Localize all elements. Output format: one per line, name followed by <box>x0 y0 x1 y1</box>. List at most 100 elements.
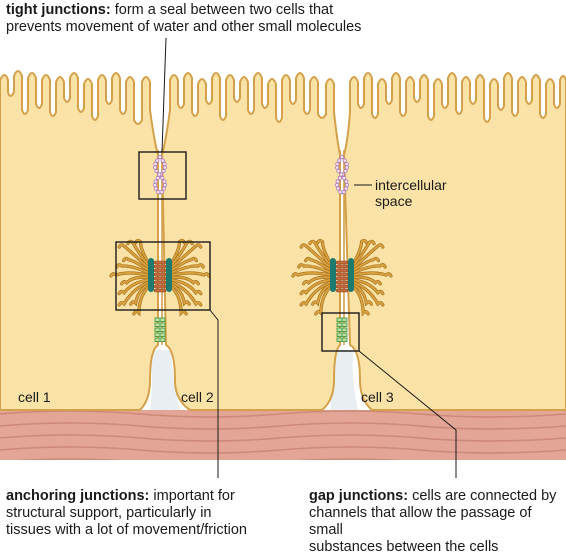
leader-lines <box>161 37 457 478</box>
keratin-filament <box>311 284 331 306</box>
anchoring-junctions-caption-line3: tissues with a lot of movement/friction <box>6 522 247 538</box>
keratin-filament <box>353 286 370 316</box>
tight-junctions-caption: tight junctions: form a seal between two… <box>6 2 361 36</box>
keratin-filament <box>171 243 202 269</box>
keratin-filament <box>308 240 331 266</box>
keratin-filament <box>171 284 191 306</box>
tight-junctions-text1: form a seal between two cells that <box>110 2 334 18</box>
tight-junction-bead <box>334 165 340 170</box>
cell-2-label: cell 2 <box>181 389 214 405</box>
keratin-filament <box>304 257 331 271</box>
keratin-filament <box>300 279 331 295</box>
keratin-filament <box>353 281 384 306</box>
keratin-filament <box>300 243 331 269</box>
cadherin <box>153 276 167 281</box>
tight-junction-bead <box>155 175 160 181</box>
anchoring-junctions-caption-line2: structural support, particularly in <box>6 505 212 521</box>
gap-junction-1 <box>154 317 166 342</box>
tight-junction-bead <box>344 182 350 188</box>
tight-junction-bead <box>337 175 342 181</box>
tight-junction-bead <box>337 158 342 163</box>
tight-junction-bead <box>339 154 345 160</box>
keratin-filament <box>115 263 149 274</box>
keratin-filament <box>353 272 392 277</box>
tight-junction-bead <box>157 172 162 177</box>
cadherin <box>153 280 167 285</box>
tight-junction-bead <box>156 189 161 195</box>
cadherin <box>335 272 349 277</box>
tight-junction-bead <box>159 189 164 195</box>
tight-junction-bead <box>153 186 159 191</box>
tight-junction-bead <box>341 175 347 181</box>
epithelial-cells <box>0 70 566 411</box>
tight-junction-strands-1 <box>152 154 168 195</box>
gap-junction-2 <box>336 317 348 342</box>
tight-junction-bead <box>335 186 341 191</box>
gap-junction-box <box>321 312 360 352</box>
desmosome-plaque <box>330 258 336 292</box>
anchoring-junctions-caption-line1: anchoring junctions: important for <box>6 488 247 505</box>
anchoring-junctions-title: anchoring junctions: <box>6 488 150 504</box>
keratin-filament <box>302 276 331 285</box>
tight-junction-bead <box>335 161 340 167</box>
cadherin <box>153 288 167 293</box>
tight-junction-bead <box>157 154 163 160</box>
gap-junctions-title: gap junctions: <box>309 488 409 504</box>
keratin-filament <box>129 284 149 306</box>
keratin-filament <box>292 272 331 277</box>
intercellular-space-label-line1: intercellular <box>375 177 447 193</box>
keratin-filament <box>353 263 387 274</box>
cell-1-label: cell 1 <box>18 389 51 405</box>
tight-junction-bead <box>162 161 167 167</box>
keratin-filament <box>353 284 373 306</box>
tight-junction-bead <box>161 168 166 174</box>
tight-junction-bead <box>336 168 341 174</box>
anchoring-junctions-text1: important for <box>149 488 235 504</box>
cadherin <box>335 280 349 285</box>
keratin-filament <box>353 239 368 264</box>
anchoring-junction-1 <box>109 238 211 317</box>
tight-junction-bead <box>344 179 349 184</box>
cadherin <box>335 260 349 265</box>
cell-2-shape <box>160 72 341 411</box>
tight-junctions-title: tight junctions: <box>6 2 111 18</box>
keratin-filament <box>353 243 384 269</box>
cadherin <box>335 276 349 281</box>
tight-junction-bead <box>334 182 340 188</box>
tight-junction-bead <box>335 179 340 184</box>
cadherin <box>335 268 349 273</box>
tight-junction-bead <box>153 165 158 170</box>
keratin-filament <box>171 279 202 295</box>
gap-junctions-caption-line2: channels that allow the passage of small <box>309 505 532 538</box>
tight-junction-bead <box>339 172 344 177</box>
cadherin <box>153 264 167 269</box>
tight-junction-bead <box>343 186 349 191</box>
cadherin <box>335 288 349 293</box>
gap-junctions-text1: cells are connected by <box>408 488 557 504</box>
cell-3-shape <box>342 72 566 411</box>
tight-junction-bead <box>344 165 349 170</box>
tight-junction-bead <box>154 168 159 174</box>
intercellular-space-base-1 <box>148 350 180 410</box>
intercellular-space-label-line2: space <box>375 193 413 209</box>
tight-junction-bead <box>155 158 160 163</box>
cell-3-label: cell 3 <box>361 389 394 405</box>
cadherin <box>153 272 167 277</box>
anchoring-junctions-caption: anchoring junctions: important for struc… <box>6 488 247 539</box>
tight-junctions-caption-line1: tight junctions: form a seal between two… <box>6 2 361 19</box>
intercellular-space-base-2 <box>330 350 358 410</box>
keratin-filament <box>118 279 149 295</box>
tight-junction-bead <box>343 168 348 174</box>
keratin-filament <box>297 263 331 274</box>
desmosome-plaque <box>148 258 154 292</box>
tight-junction-bead <box>161 186 167 191</box>
gap-junctions-caption: gap junctions: cells are connected by ch… <box>309 488 566 556</box>
tight-junction-bead <box>162 179 167 184</box>
tight-junction-bead <box>344 161 349 167</box>
tight-junctions-caption-line2: prevents movement of water and other sma… <box>6 19 362 35</box>
keratin-filament <box>314 286 331 316</box>
keratin-filament <box>316 239 331 264</box>
keratin-filament <box>171 286 188 316</box>
cadherin <box>153 268 167 273</box>
keratin-filament <box>353 279 384 295</box>
